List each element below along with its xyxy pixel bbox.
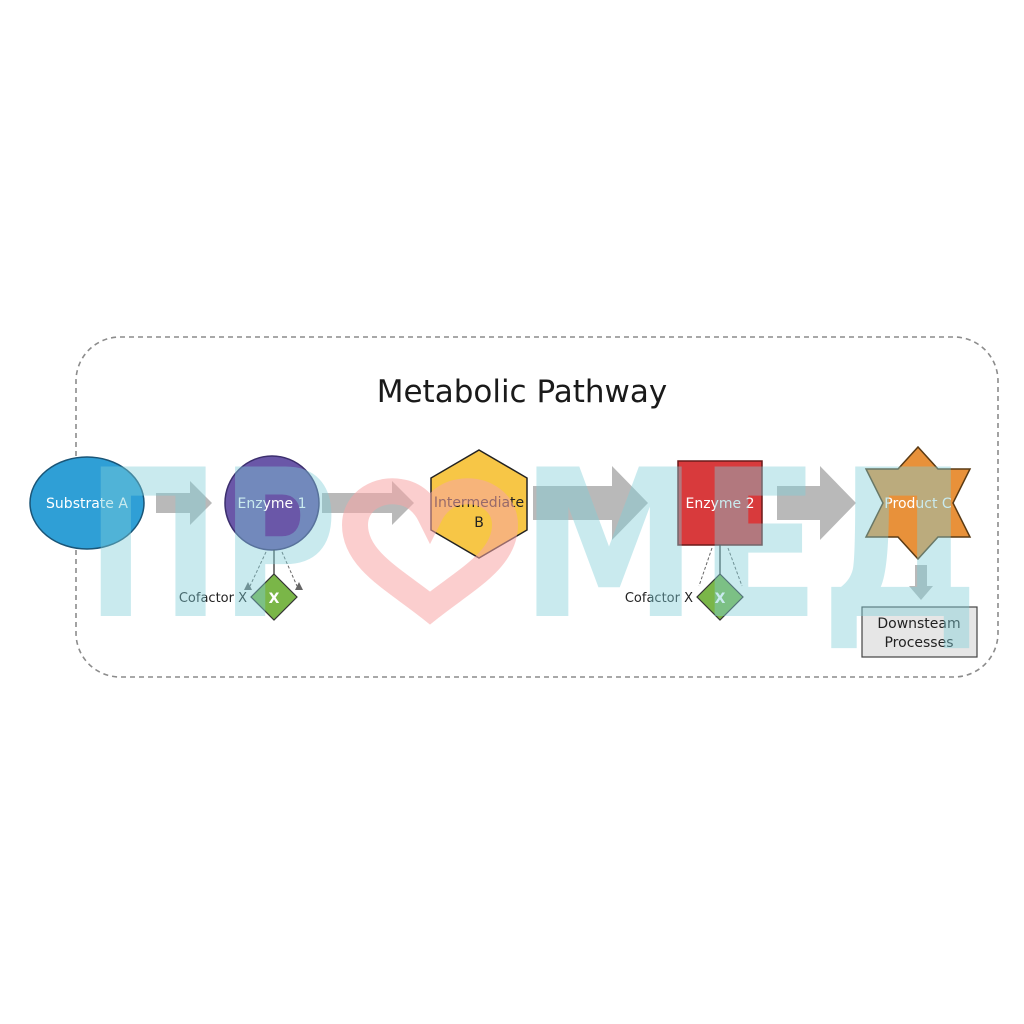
cofactor-1-arrowhead-left <box>244 582 252 590</box>
enzyme-2-label: Enzyme 2 <box>686 496 755 512</box>
watermark-heart-icon <box>341 478 519 625</box>
product-c-label: Product C <box>884 496 952 512</box>
downstream-label-line1: Downsteam <box>877 616 960 632</box>
enzyme-1-node <box>224 455 320 551</box>
enzyme-2-node <box>677 460 763 546</box>
cofactor-2-group: X Cofactor X <box>625 545 744 621</box>
cofactor-2-symbol: X <box>715 591 726 607</box>
arrow-substrate-to-enzyme1 <box>156 481 212 525</box>
arrow-enzyme2-to-product <box>777 466 856 540</box>
substrate-a-node <box>29 456 145 550</box>
diagram-title: Metabolic Pathway <box>377 374 668 410</box>
downstream-label-line2: Processes <box>884 635 953 651</box>
arrow-product-to-downstream <box>909 565 933 600</box>
cofactor-1-dashed-left <box>249 551 267 587</box>
cofactor-2-diamond <box>696 573 744 621</box>
watermark: ПР МЕД <box>86 427 980 665</box>
cofactor-1-group: X Cofactor X <box>179 550 303 621</box>
watermark-left-text: ПР <box>86 427 338 665</box>
enzyme-1-label: Enzyme 1 <box>238 496 307 512</box>
product-c-node <box>864 445 972 561</box>
arrow-intermediate-to-enzyme2 <box>533 466 648 540</box>
downstream-processes-node <box>861 606 978 658</box>
watermark-right-text: МЕД <box>520 427 980 665</box>
intermediate-b-label-line2: B <box>474 515 484 531</box>
cofactor-1-label: Cofactor X <box>179 591 247 606</box>
cofactor-1-dashed-right <box>281 551 298 587</box>
substrate-a-label: Substrate A <box>46 496 128 512</box>
cofactor-2-label: Cofactor X <box>625 591 693 606</box>
cofactor-1-arrowhead-right <box>295 582 303 590</box>
cofactor-2-dashed-right <box>727 547 743 587</box>
cofactor-1-symbol: X <box>269 591 280 607</box>
cofactor-2-dashed-left <box>698 547 713 587</box>
cofactor-1-diamond <box>250 573 298 621</box>
